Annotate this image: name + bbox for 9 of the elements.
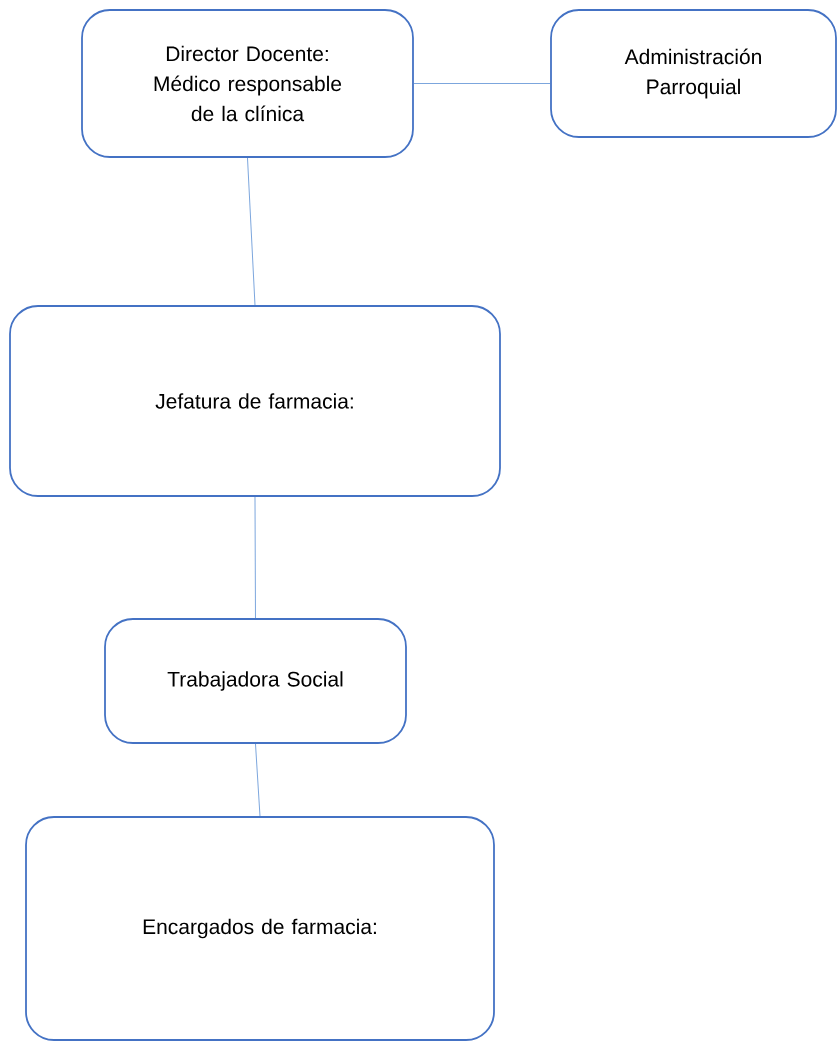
org-box: Trabajadora Social xyxy=(104,618,407,744)
org-box: Jefatura de farmacia: xyxy=(9,305,501,497)
connector-line xyxy=(255,743,261,817)
connector-line xyxy=(413,83,551,84)
org-box: Director Docente: Médico responsable de la clínica xyxy=(81,9,414,158)
connector-line xyxy=(254,496,256,619)
org-box: Administración Parroquial xyxy=(550,9,837,138)
connector-line xyxy=(247,157,256,306)
org-box: Encargados de farmacia: xyxy=(25,816,495,1041)
